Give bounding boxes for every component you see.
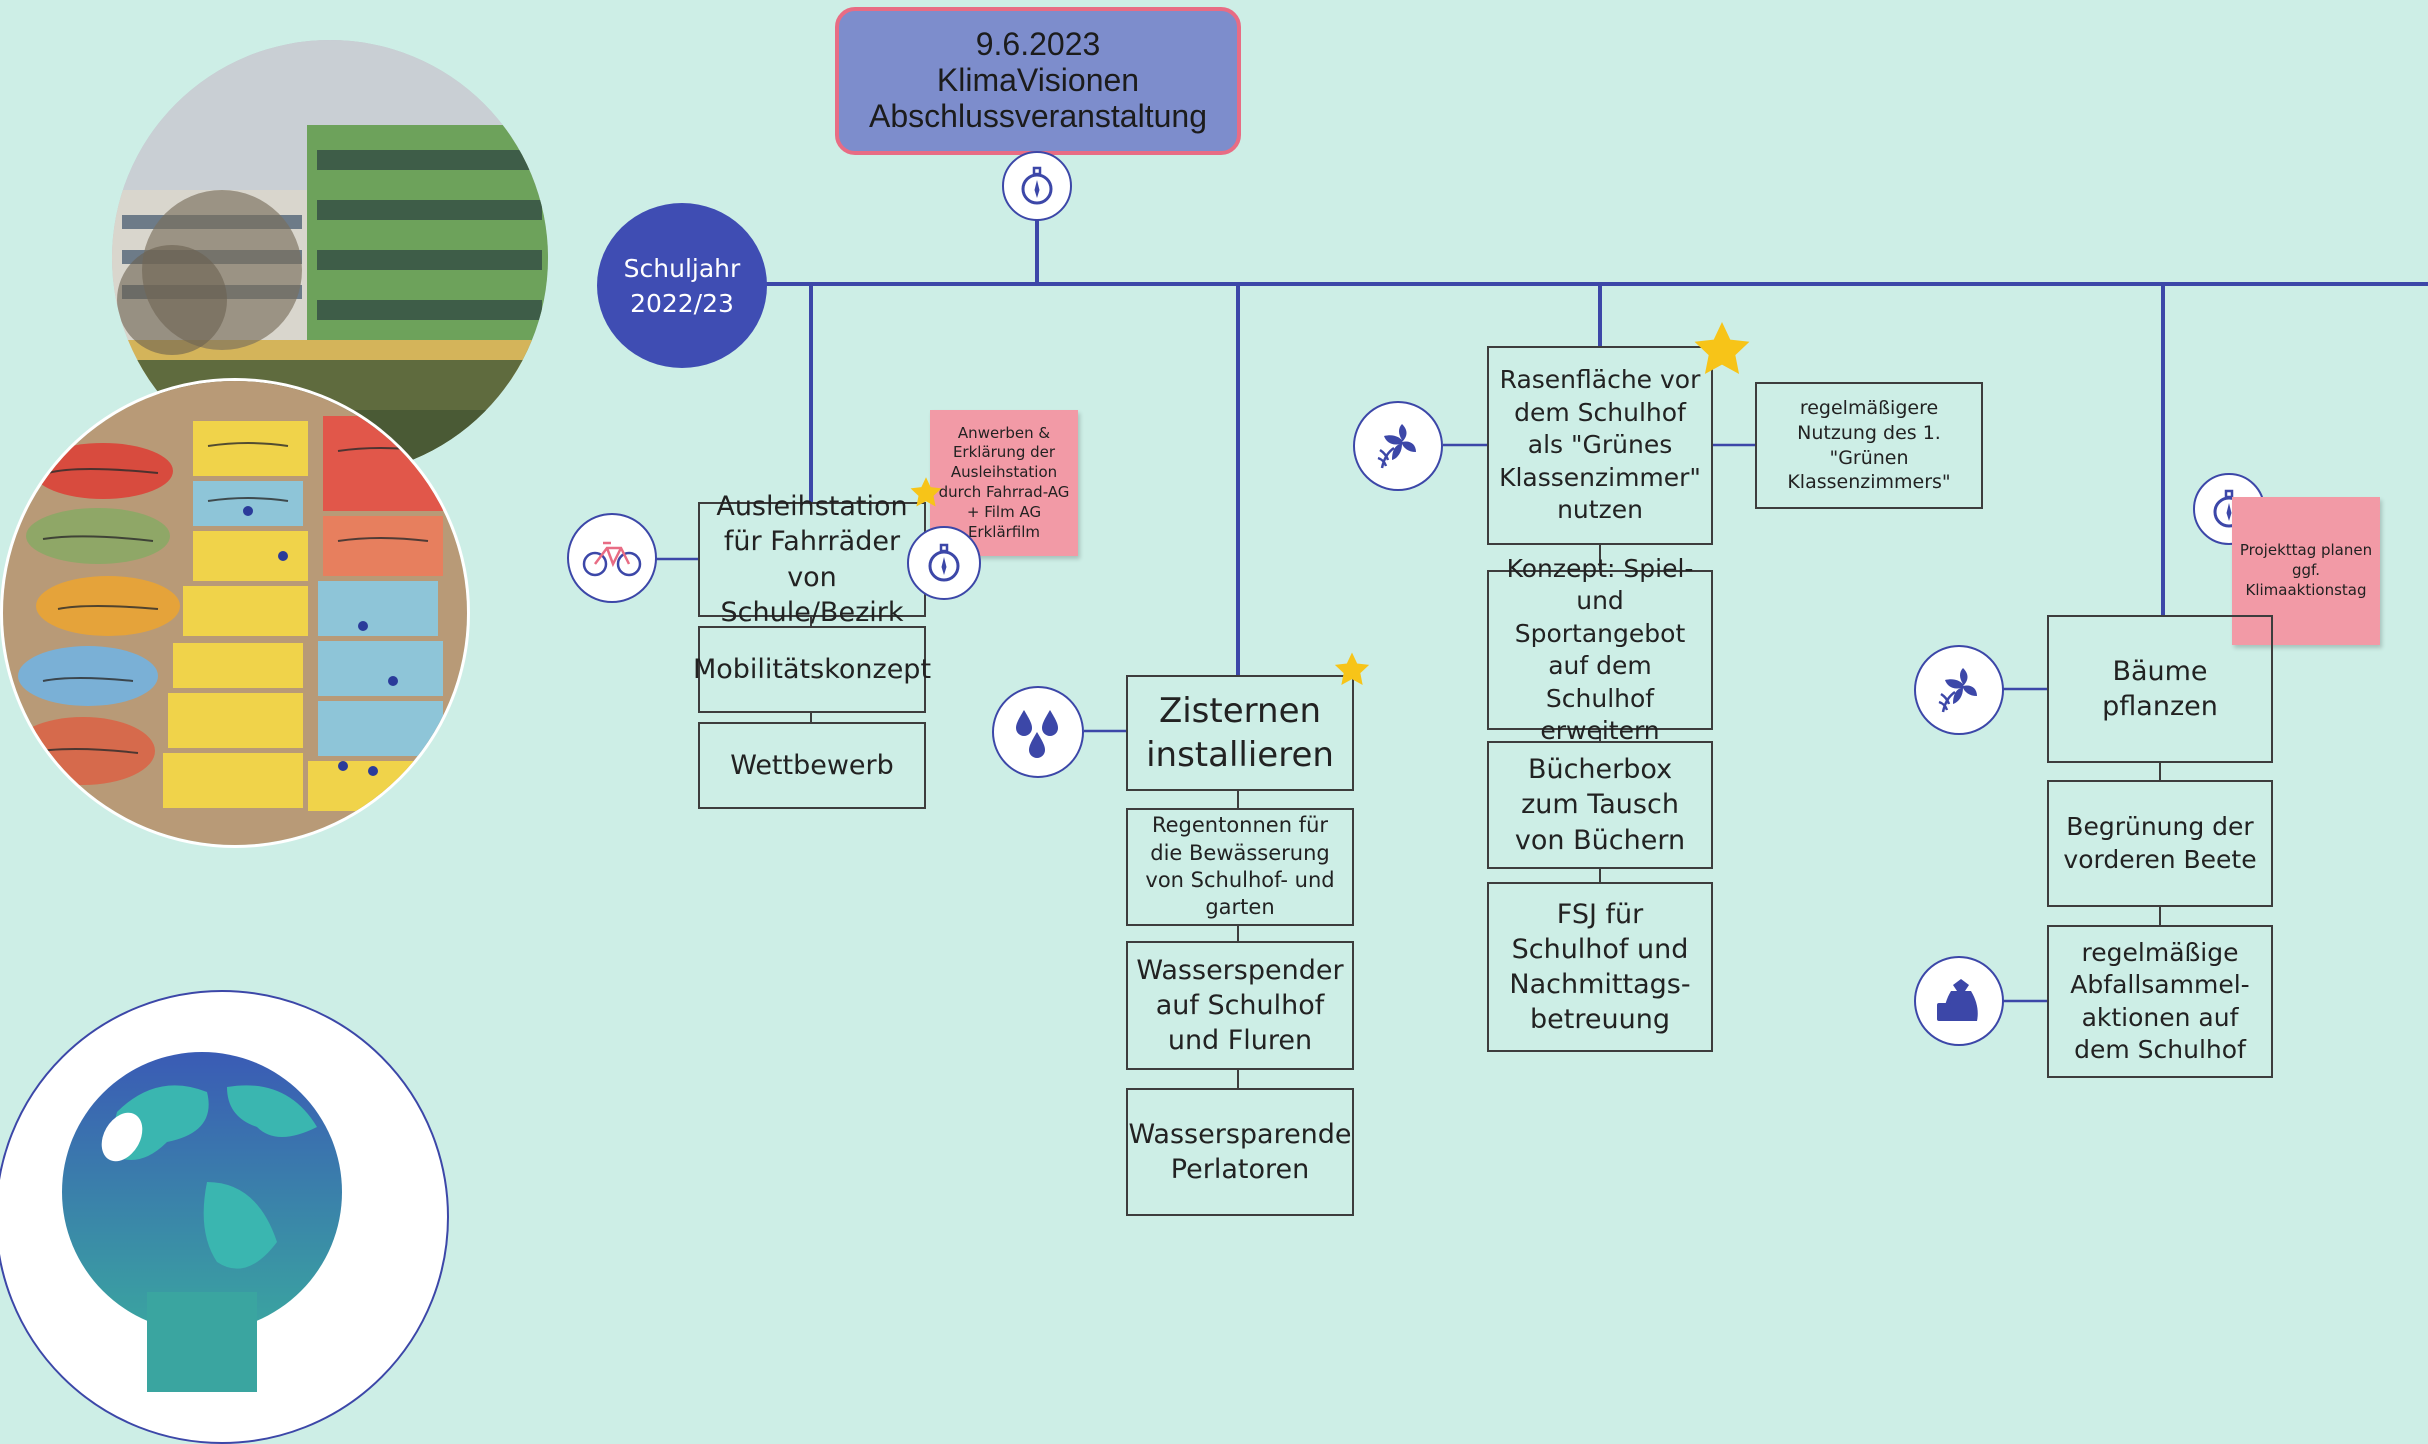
bike-rental-station-text: Ausleihstation für Fahrräder von Schule/…: [716, 491, 908, 628]
event-name: KlimaVisionen: [936, 62, 1140, 99]
project-day-sticky-note: Projekttag planen ggf. Klimaaktionstag: [2232, 497, 2380, 645]
green-classroom-text: Rasenfläche vor dem Schulhof als "Grünes…: [1499, 365, 1701, 525]
star-icon: [1694, 322, 1750, 374]
book-box-text: Bücherbox zum Tausch von Büchern: [1514, 754, 1686, 856]
event-date: 9.6.2023: [975, 26, 1101, 63]
school-year-circle: Schuljahr 2022/23: [597, 203, 767, 368]
event-subtitle: Abschlussveranstaltung: [869, 97, 1207, 134]
leaves-icon: [1353, 401, 1443, 491]
sports-concept-text: Konzept: Spiel- und Sportangebot auf dem…: [1506, 553, 1694, 746]
litter-cleanup-text: regelmäßige Abfallsammel-aktionen auf de…: [2070, 937, 2250, 1065]
connector-lines: [656, 155, 2428, 1088]
compass-icon: [1002, 151, 1072, 221]
star-icon: [910, 477, 942, 507]
front-beds-greening-box: Begrünung der vorderen Beete: [2047, 780, 2273, 907]
water-dispenser-box: Wasserspender auf Schulhof und Fluren: [1126, 941, 1354, 1070]
bike-rental-note-text: Anwerben & Erklärung der Ausleihstation …: [938, 423, 1070, 541]
green-classroom-use-box: regelmäßigere Nutzung des 1. "Grünen Kla…: [1755, 382, 1983, 509]
plant-trees-text: Bäume pflanzen: [2102, 655, 2218, 722]
school-year-label: Schuljahr: [623, 253, 741, 283]
leaves-icon: [1914, 645, 2004, 735]
competition-text: Wettbewerb: [730, 749, 894, 781]
water-dispenser-text: Wasserspender auf Schulhof und Fluren: [1136, 954, 1344, 1057]
compass-icon: [907, 526, 981, 600]
rain-barrels-box: Regentonnen für die Bewässerung von Schu…: [1126, 808, 1354, 926]
bike-rental-station-box: Ausleihstation für Fahrräder von Schule/…: [698, 491, 926, 628]
water-saving-aerators-box: Wassersparende Perlatoren: [1126, 1088, 1354, 1216]
fsj-text: FSJ für Schulhof und Nachmittags-betreuu…: [1509, 898, 1691, 1036]
competition-box: Wettbewerb: [698, 722, 926, 809]
bicycle-icon: [567, 513, 657, 603]
plant-trees-box: Bäume pflanzen: [2047, 615, 2273, 763]
fsj-box: FSJ für Schulhof und Nachmittags-betreuu…: [1487, 882, 1713, 1052]
water-saving-aerators-text: Wassersparende Perlatoren: [1128, 1118, 1352, 1185]
project-day-note-text: Projekttag planen ggf. Klimaaktionstag: [2239, 541, 2373, 599]
rain-barrels-text: Regentonnen für die Bewässerung von Schu…: [1145, 813, 1335, 920]
cisterns-box: Zisternen installieren: [1126, 675, 1354, 791]
book-box-box: Bücherbox zum Tausch von Büchern: [1487, 741, 1713, 869]
event-title-box: 9.6.2023 KlimaVisionen Abschlussveransta…: [835, 7, 1241, 155]
green-classroom-use-text: regelmäßigere Nutzung des 1. "Grünen Kla…: [1787, 397, 1951, 494]
water-drops-icon: [992, 686, 1084, 778]
mobility-concept-box: Mobilitätskonzept: [693, 626, 931, 713]
globe-lightbulb-icon: [0, 990, 449, 1444]
litter-cleanup-box: regelmäßige Abfallsammel-aktionen auf de…: [2047, 925, 2273, 1078]
mobility-concept-text: Mobilitätskonzept: [692, 653, 932, 685]
green-classroom-box: Rasenfläche vor dem Schulhof als "Grünes…: [1487, 346, 1713, 545]
star-icon: [1334, 652, 1370, 685]
sports-concept-box: Konzept: Spiel- und Sportangebot auf dem…: [1487, 554, 1713, 745]
front-beds-greening-text: Begrünung der vorderen Beete: [2063, 812, 2257, 874]
cisterns-text: Zisternen installieren: [1146, 690, 1334, 775]
school-year-value: 2022/23: [630, 288, 734, 318]
trash-bag-icon: [1914, 956, 2004, 1046]
planning-board-photo: [0, 378, 470, 848]
